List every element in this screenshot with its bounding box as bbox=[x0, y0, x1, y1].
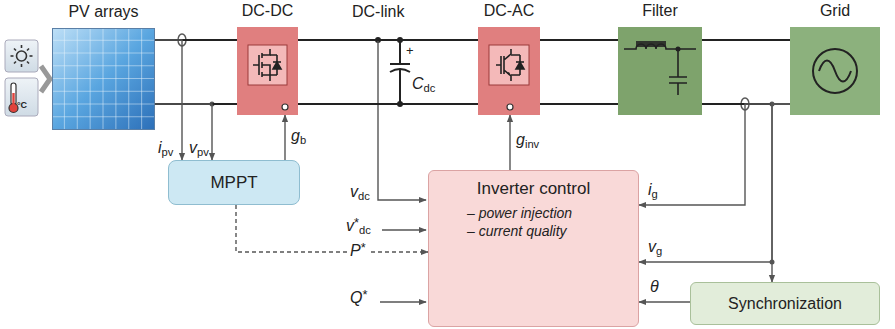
signal-name: vg bbox=[648, 239, 662, 255]
power-wire bbox=[702, 40, 790, 104]
block-illustration bbox=[52, 28, 155, 130]
dc-dc-converter: DC-DC bbox=[237, 27, 298, 115]
signal-name: P* bbox=[348, 243, 368, 259]
grid-source: Grid bbox=[790, 27, 880, 115]
block-title: Synchronization bbox=[728, 295, 842, 313]
signal-line bbox=[639, 104, 790, 262]
power-wire bbox=[540, 39, 618, 41]
signal-name: vdc bbox=[350, 184, 370, 200]
reference-name: Q* bbox=[350, 290, 367, 306]
power-wire bbox=[298, 103, 478, 105]
block-symbol bbox=[478, 27, 540, 115]
dc-link-label: DC-link bbox=[352, 4, 404, 20]
signal-name: ig bbox=[648, 182, 658, 198]
lc-filter: Filter bbox=[618, 27, 702, 115]
signal-line bbox=[236, 205, 428, 252]
vdc-sense-line bbox=[378, 40, 426, 200]
power-wire bbox=[298, 40, 478, 104]
signal-name: gb bbox=[291, 128, 306, 144]
power-wire bbox=[298, 39, 478, 41]
block-title: DC-AC bbox=[484, 2, 535, 20]
power-wire bbox=[540, 103, 618, 105]
sun-icon bbox=[5, 40, 38, 72]
block-illustration bbox=[478, 27, 540, 115]
block-symbol bbox=[790, 27, 880, 115]
signal-line bbox=[509, 115, 510, 170]
block-illustration bbox=[237, 27, 298, 115]
block-list-item: – current quality bbox=[467, 223, 638, 239]
signal-name: vpv bbox=[189, 140, 209, 156]
power-wire bbox=[155, 40, 237, 104]
mppt-block: MPPT bbox=[168, 160, 300, 205]
signal-line bbox=[155, 104, 212, 160]
signal-line bbox=[510, 115, 511, 170]
block-title: MPPT bbox=[210, 173, 257, 193]
vdc-ref-arrow bbox=[382, 229, 426, 230]
block-title: Grid bbox=[820, 2, 850, 20]
signal-line bbox=[639, 104, 790, 205]
power-wire bbox=[540, 40, 618, 104]
block-symbol bbox=[52, 28, 155, 130]
q-ref-arrow bbox=[380, 301, 426, 302]
block-illustration bbox=[618, 27, 702, 115]
signal-line bbox=[639, 301, 690, 302]
signal-line bbox=[155, 104, 212, 160]
signal-name: ipv bbox=[158, 140, 173, 156]
dc-ac-inverter: DC-AC bbox=[478, 27, 540, 115]
signal-line bbox=[155, 40, 182, 160]
input-chevron bbox=[41, 66, 50, 92]
junction-dots bbox=[375, 37, 403, 107]
block-title: PV arrays bbox=[68, 3, 138, 21]
pv-array-panel: PV arrays bbox=[52, 28, 155, 130]
block-symbol bbox=[618, 27, 702, 115]
inverter-control-block: Inverter control – power injection – curre… bbox=[428, 170, 639, 327]
signal-line bbox=[639, 104, 790, 262]
synchronization-block: Synchronization bbox=[690, 282, 880, 325]
block-title: Filter bbox=[642, 2, 678, 20]
block-title: DC-DC bbox=[242, 2, 294, 20]
capacitor-label: Cdc bbox=[412, 76, 435, 92]
signal-line bbox=[639, 104, 790, 205]
block-title: Inverter control bbox=[429, 179, 638, 199]
polarity-mark: + bbox=[406, 44, 414, 57]
signal-name: θ bbox=[650, 279, 659, 295]
signal-name: ginv bbox=[516, 132, 539, 148]
thermometer-icon bbox=[5, 78, 38, 116]
signal-line bbox=[155, 40, 182, 160]
signal-line bbox=[285, 115, 286, 160]
signal-line bbox=[772, 104, 790, 282]
reference-name: v*dc bbox=[346, 218, 371, 234]
unit-label: °C bbox=[17, 101, 27, 110]
power-wire bbox=[702, 39, 790, 41]
block-illustration bbox=[790, 27, 880, 115]
signal-line bbox=[772, 104, 790, 282]
signal-line bbox=[639, 302, 690, 303]
block-list-item: – power injection bbox=[467, 205, 638, 221]
block-symbol bbox=[237, 27, 298, 115]
signal-line bbox=[236, 205, 428, 252]
signal-line bbox=[284, 115, 285, 160]
